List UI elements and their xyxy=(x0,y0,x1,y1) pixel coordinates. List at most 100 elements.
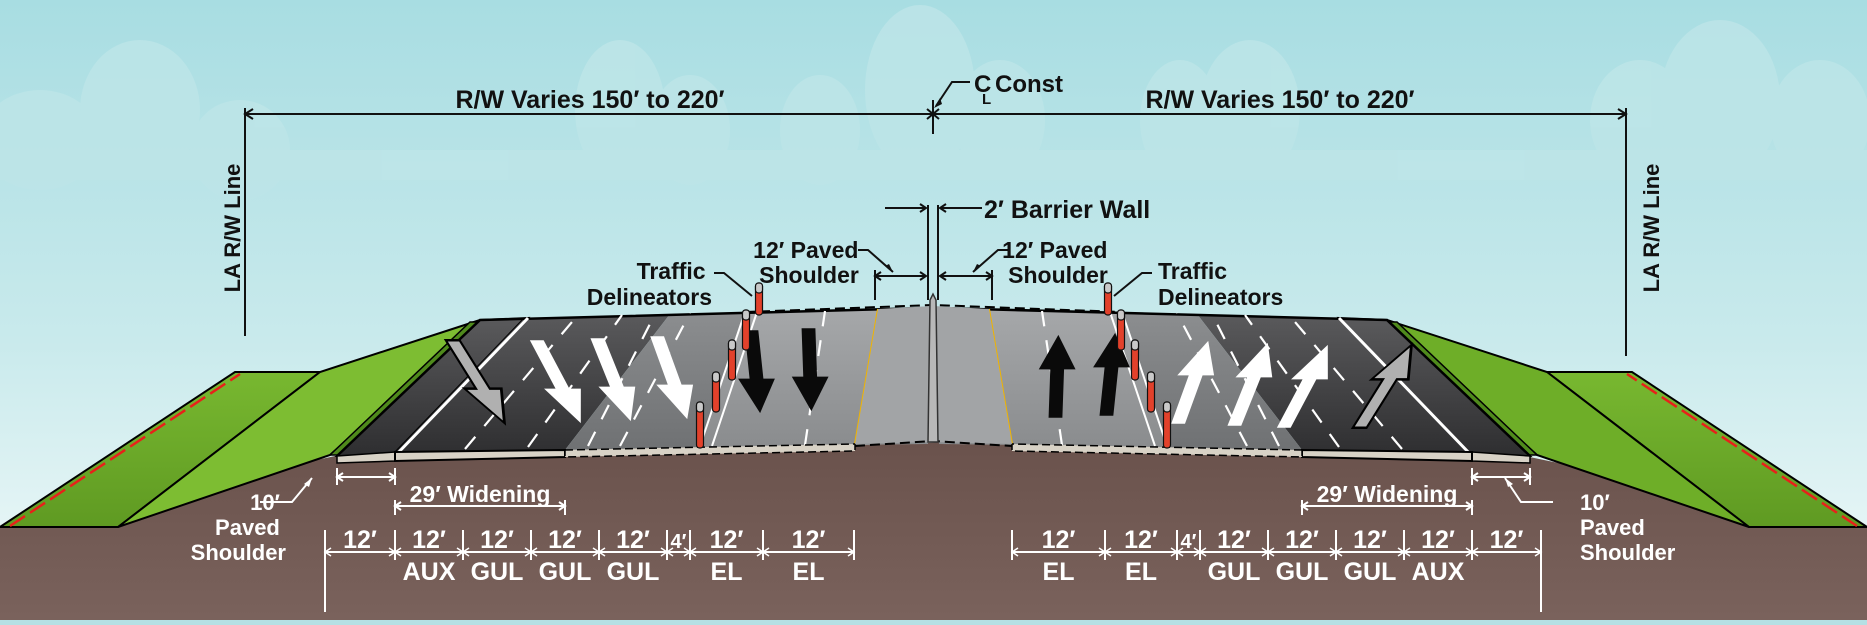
right-outer-shoulder-line2: Paved xyxy=(1580,515,1645,540)
delineators-right-label: Traffic Delineators xyxy=(1158,258,1283,310)
median-shoulder-right-line2: Shoulder xyxy=(1008,262,1108,288)
lane-width-label: 4′ xyxy=(671,531,687,553)
lane-width-label: 12′ xyxy=(1285,526,1319,554)
left-outer-shoulder-line2: Paved xyxy=(215,515,280,540)
lane-dimension-arrow xyxy=(1198,547,1207,557)
median-shoulder-right-line1: 12′ Paved xyxy=(1002,237,1107,263)
lane-type-label: EL xyxy=(793,558,825,586)
delineators-right-line1: Traffic xyxy=(1158,258,1227,284)
right-widening-label: 29′ Widening xyxy=(1317,481,1458,507)
lane-width-label: 12′ xyxy=(548,526,582,554)
lane-type-label: GUL xyxy=(1344,558,1397,586)
lane-stripe xyxy=(1211,313,1280,447)
la-rw-line-left-label: LA R/W Line xyxy=(220,164,245,293)
barrier-wall-label: 2′ Barrier Wall xyxy=(984,196,1150,224)
right-roadway xyxy=(938,306,1533,464)
lane-width-label: 12′ xyxy=(1042,526,1076,554)
lane-width-label: 12′ xyxy=(480,526,514,554)
delineator-cap xyxy=(741,309,751,321)
left-edge-line xyxy=(393,316,530,458)
lane-type-label: AUX xyxy=(1412,558,1465,586)
rw-arrow-right xyxy=(1617,108,1628,120)
lane-type-label: EL xyxy=(1043,558,1075,586)
lane-dimension-arrow xyxy=(1103,547,1112,557)
left-concrete-slab-existing xyxy=(564,443,856,458)
delineators-left-line1: Traffic xyxy=(637,258,706,284)
direction-arrow-southbound xyxy=(590,338,636,422)
right-buffer-line xyxy=(1121,311,1168,447)
lane-stripe xyxy=(619,312,691,447)
lane-dimension-arrow xyxy=(1534,547,1543,557)
lane-width-label: 12′ xyxy=(1217,526,1251,554)
lane-type-label: EL xyxy=(711,558,743,586)
centerline-const-label: Const xyxy=(995,71,1063,98)
right-outer-shoulder-line3: Shoulder xyxy=(1580,540,1676,565)
lane-dimension-arrow xyxy=(1402,547,1411,557)
centerline-leader xyxy=(935,81,970,107)
direction-arrow-northbound xyxy=(1038,334,1076,418)
centerline-leader-arrowhead xyxy=(934,98,942,108)
delineators-right-line2: Delineators xyxy=(1158,284,1283,310)
lane-dimension-arrow xyxy=(761,547,770,557)
delineator-cap xyxy=(754,282,764,294)
delineator-cap xyxy=(1103,282,1113,294)
lane-width-label: 12′ xyxy=(616,526,650,554)
barrier-dimension xyxy=(714,203,1152,300)
rw-arrow-left xyxy=(243,108,254,120)
lane-stripe xyxy=(1244,314,1340,448)
left-outer-shoulder-label: 10′ Paved Shoulder xyxy=(191,490,287,565)
lane-type-label: AUX xyxy=(403,558,456,586)
lane-type-label: GUL xyxy=(471,558,524,586)
right-concrete-slab-existing xyxy=(1011,443,1303,458)
lane-dimension-arrow xyxy=(597,547,606,557)
left-deck-outline xyxy=(336,306,929,457)
lane-width-label: 12′ xyxy=(412,526,446,554)
direction-arrow-northbound xyxy=(1171,340,1215,424)
direction-arrow-northbound xyxy=(1276,344,1328,428)
rw-dimension xyxy=(243,81,1628,356)
shoulder-left-leader-arrowhead xyxy=(885,264,893,272)
centerline-cross-mark xyxy=(926,108,940,120)
left-widening-label: 29′ Widening xyxy=(410,481,551,507)
lane-width-label: 12′ xyxy=(1490,526,1524,554)
right-bottom-dimensions xyxy=(1012,468,1553,612)
lane-dimension-arrow xyxy=(688,547,697,557)
right-edge-line xyxy=(1337,316,1474,458)
lane-dimension-arrow xyxy=(847,547,856,557)
delineator-cap xyxy=(695,401,705,413)
lane-width-label: 12′ xyxy=(343,526,377,554)
lane-dimension-arrow xyxy=(529,547,538,557)
direction-arrow-northbound xyxy=(1350,342,1414,429)
lane-width-label: 12′ xyxy=(1353,526,1387,554)
median-shoulder-right-label: 12′ Paved Shoulder xyxy=(1002,237,1114,288)
lane-dimension-arrow xyxy=(1334,547,1343,557)
direction-arrow-southbound xyxy=(443,339,507,426)
direction-arrow-southbound xyxy=(650,336,694,420)
left-buffer-line xyxy=(699,311,746,447)
delineator-cap xyxy=(1162,401,1172,413)
lane-dimension-arrow xyxy=(461,547,470,557)
lane-width-label: 12′ xyxy=(1421,526,1455,554)
shoulder-right-leader-arrowhead xyxy=(973,264,981,272)
delineator-cap xyxy=(1146,371,1156,383)
lane-dimension-arrow xyxy=(1175,547,1184,557)
lane-dimension-arrow xyxy=(393,547,402,557)
lane-stripe xyxy=(587,313,656,447)
rw-varies-left-label: R/W Varies 150′ to 220′ xyxy=(455,86,724,114)
left-bottom-dimensions xyxy=(260,468,854,612)
lane-width-label: 12′ xyxy=(792,526,826,554)
delineators-left-line2: Delineators xyxy=(587,284,712,310)
centerline-symbol-sub: L xyxy=(982,91,991,108)
right-outer-shoulder-label: 10′ Paved Shoulder xyxy=(1580,490,1676,565)
barrier-wall xyxy=(927,292,939,443)
rw-varies-right-label: R/W Varies 150′ to 220′ xyxy=(1145,86,1414,114)
right-deck-outline xyxy=(938,306,1531,457)
left-edge-line-shadow xyxy=(390,317,525,457)
median-shoulder-left-label: 12′ Paved Shoulder xyxy=(753,237,865,288)
lane-width-label: 4′ xyxy=(1181,531,1197,553)
cloud-silhouettes xyxy=(0,5,1867,200)
delineator-cap xyxy=(1130,339,1140,351)
left-outer-shoulder-line3: Shoulder xyxy=(191,540,287,565)
